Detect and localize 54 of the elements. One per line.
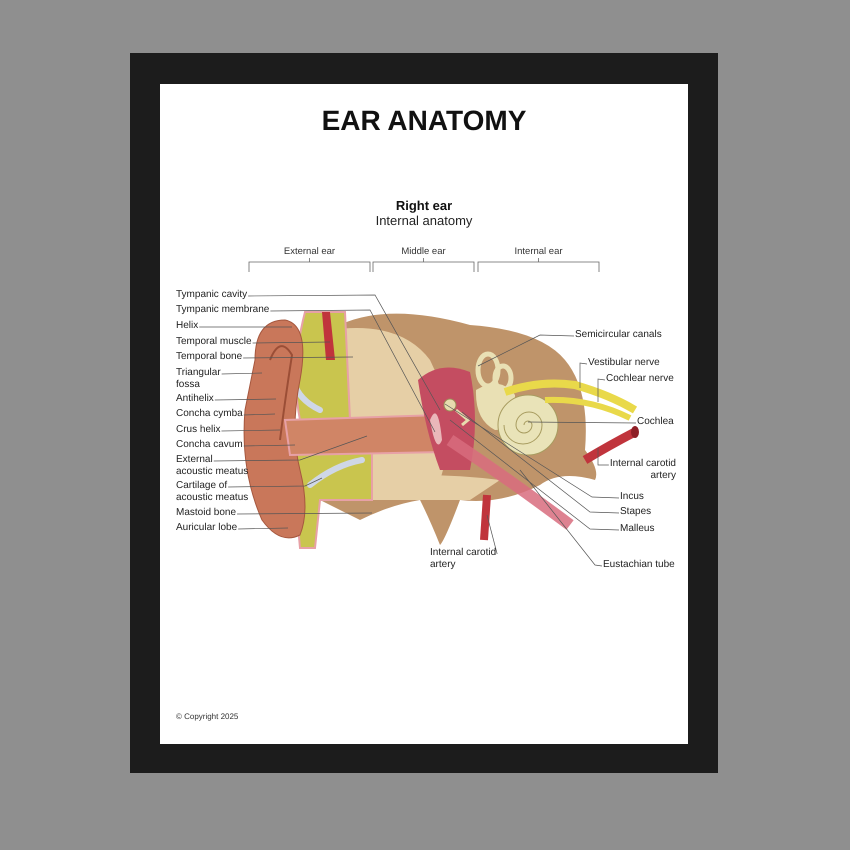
leader-line (221, 430, 280, 432)
leader-line (450, 420, 620, 530)
leader-line (270, 310, 436, 432)
leader-line (213, 436, 368, 462)
subtitle: Right ear (394, 197, 454, 215)
part-label: Tympanic membrane (176, 304, 270, 316)
leader-line (243, 414, 276, 416)
part-label: Antihelix (176, 393, 214, 405)
part-label: Cartilage of acoustic meatus (176, 480, 254, 504)
part-label: Internal carotid artery (430, 547, 500, 571)
part-label: Mastoid bone (176, 507, 236, 519)
part-label: Temporal muscle (176, 336, 252, 348)
leader-line (236, 512, 372, 514)
leader-line (242, 356, 354, 358)
leader-line (520, 470, 602, 566)
part-label: Triangular fossa (176, 367, 228, 391)
leader-line (444, 404, 620, 498)
section-heading: External ear (282, 245, 336, 259)
part-label: Concha cymba (176, 408, 243, 420)
leader-line (214, 398, 276, 400)
leader-line (221, 372, 262, 374)
leader-line (243, 444, 296, 446)
part-label: Semicircular canals (575, 329, 662, 341)
part-label: Temporal bone (176, 351, 242, 363)
section-heading: Internal ear (513, 245, 564, 259)
part-label: Cochlea (637, 416, 674, 428)
section-heading: Middle ear (400, 245, 447, 259)
leader-line (598, 448, 610, 466)
copyright-note: © Copyright 2025 (176, 711, 238, 723)
part-label: Internal carotid artery (606, 458, 676, 482)
part-label: Incus (620, 491, 644, 503)
part-label: Crus helix (176, 424, 220, 436)
part-label: Vestibular nerve (588, 357, 660, 369)
part-label: Concha cavum (176, 439, 243, 451)
leader-line (228, 478, 322, 488)
leader-line (238, 528, 288, 530)
part-label: Stapes (620, 506, 652, 518)
leader-line (248, 294, 440, 410)
part-label: Tympanic cavity (176, 289, 248, 301)
leader-line (598, 378, 606, 402)
leader-line (486, 514, 498, 554)
part-label: Helix (176, 320, 198, 332)
subtitle: Internal anatomy (374, 213, 474, 230)
poster-title: EAR ANATOMY (320, 104, 528, 138)
leader-line (528, 422, 636, 424)
leader-line (580, 362, 588, 388)
part-label: Eustachian tube (603, 559, 675, 571)
leader-line (478, 334, 574, 366)
part-label: Cochlear nerve (606, 373, 674, 385)
part-label: Malleus (620, 523, 654, 535)
leader-line (252, 342, 330, 344)
leader-line (198, 326, 292, 328)
leader-line (462, 412, 620, 514)
part-label: Auricular lobe (176, 522, 238, 534)
